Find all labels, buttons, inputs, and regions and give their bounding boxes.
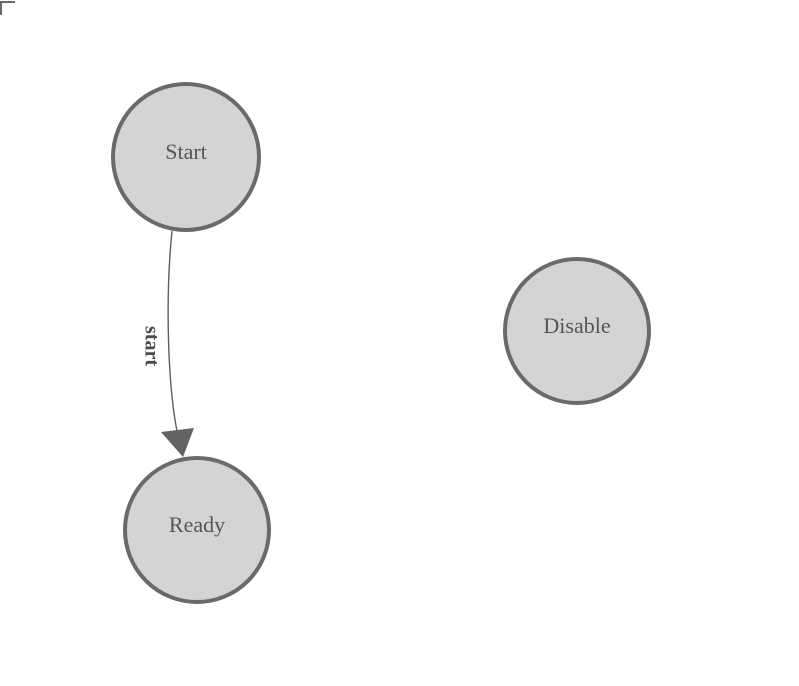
state-node-ready[interactable]: Ready bbox=[123, 456, 271, 604]
state-node-disable[interactable]: Disable bbox=[503, 257, 651, 405]
edge-arrowhead-icon bbox=[161, 428, 194, 457]
transition-edge-start-to-ready[interactable] bbox=[167, 230, 178, 432]
state-node-start-label: Start bbox=[165, 139, 207, 164]
state-node-start[interactable]: Start bbox=[111, 82, 261, 232]
transition-edge-label[interactable]: start bbox=[140, 326, 163, 366]
canvas-origin-corner-icon bbox=[0, 1, 15, 15]
state-node-ready-label: Ready bbox=[168, 512, 226, 537]
state-node-disable-label: Disable bbox=[543, 313, 611, 338]
